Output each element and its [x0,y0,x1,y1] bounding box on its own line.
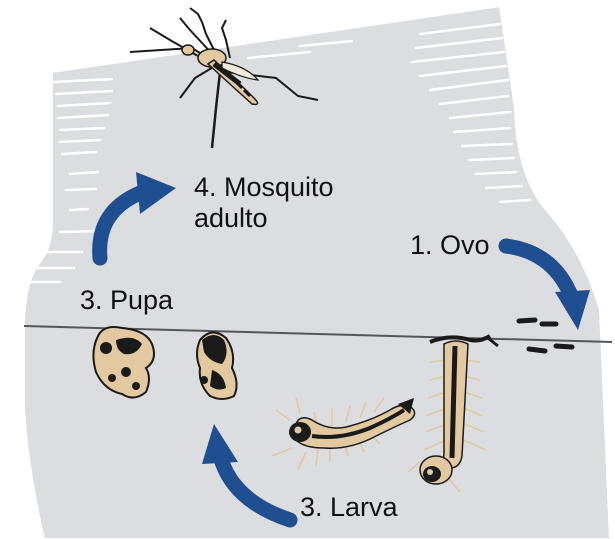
label-pupa: 3. Pupa [80,285,173,316]
label-adult-line2: adulto [194,203,334,234]
label-egg: 1. Ovo [410,230,490,261]
label-adult-mosquito: 4. Mosquito adulto [194,172,334,234]
label-larva: 3. Larva [300,492,398,523]
label-adult-line1: 4. Mosquito [194,172,334,203]
